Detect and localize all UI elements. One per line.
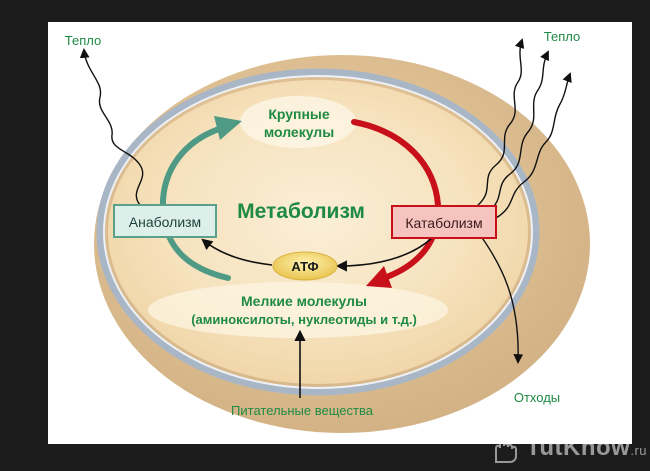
catabolism-arrow — [351, 119, 442, 281]
watermark-text: TutKnow.ru — [526, 434, 648, 461]
heat-left-arrow — [79, 48, 144, 206]
anabolism-box — [113, 204, 217, 238]
heat-right-arrow-2 — [487, 50, 549, 213]
small-molecules-glow — [148, 282, 448, 338]
small-molecules-line-1: Мелкие молекулы — [241, 293, 367, 309]
small-molecules-line-2: (аминоксилоты, нуклеотиды и т.д.) — [191, 312, 417, 327]
watermark: TutKnow.ru — [486, 432, 648, 466]
large-molecules-glow — [240, 96, 356, 148]
waste-arrow — [477, 231, 524, 364]
cell-membrane-edge — [103, 75, 533, 389]
heat-right-arrow-3 — [495, 72, 572, 219]
heat-left-label: Тепло — [65, 33, 101, 48]
cell-membrane — [96, 68, 540, 396]
catabolism-to-atp-arrow — [335, 237, 433, 272]
catabolism-arrowhead — [366, 266, 392, 288]
atp-badge — [272, 251, 338, 281]
catabolism-label: Катаболизм — [405, 215, 482, 231]
atp-to-anabolism-arrow — [201, 238, 273, 266]
large-molecules-line-2: молекулы — [264, 124, 334, 140]
anabolism-label: Анаболизм — [129, 214, 201, 230]
hand-icon — [495, 434, 517, 463]
nutrients-label: Питательные вещества — [231, 403, 374, 418]
metabolism-title: Метаболизм — [237, 200, 365, 223]
heat-right-arrow-1 — [477, 38, 525, 206]
heat-right-label: Тепло — [544, 29, 580, 44]
anabolism-arrowhead — [214, 116, 242, 140]
large-molecules-line-1: Крупные — [268, 106, 330, 122]
catabolism-box — [391, 205, 497, 239]
atp-label: АТФ — [291, 259, 318, 274]
waste-label: Отходы — [514, 390, 560, 405]
